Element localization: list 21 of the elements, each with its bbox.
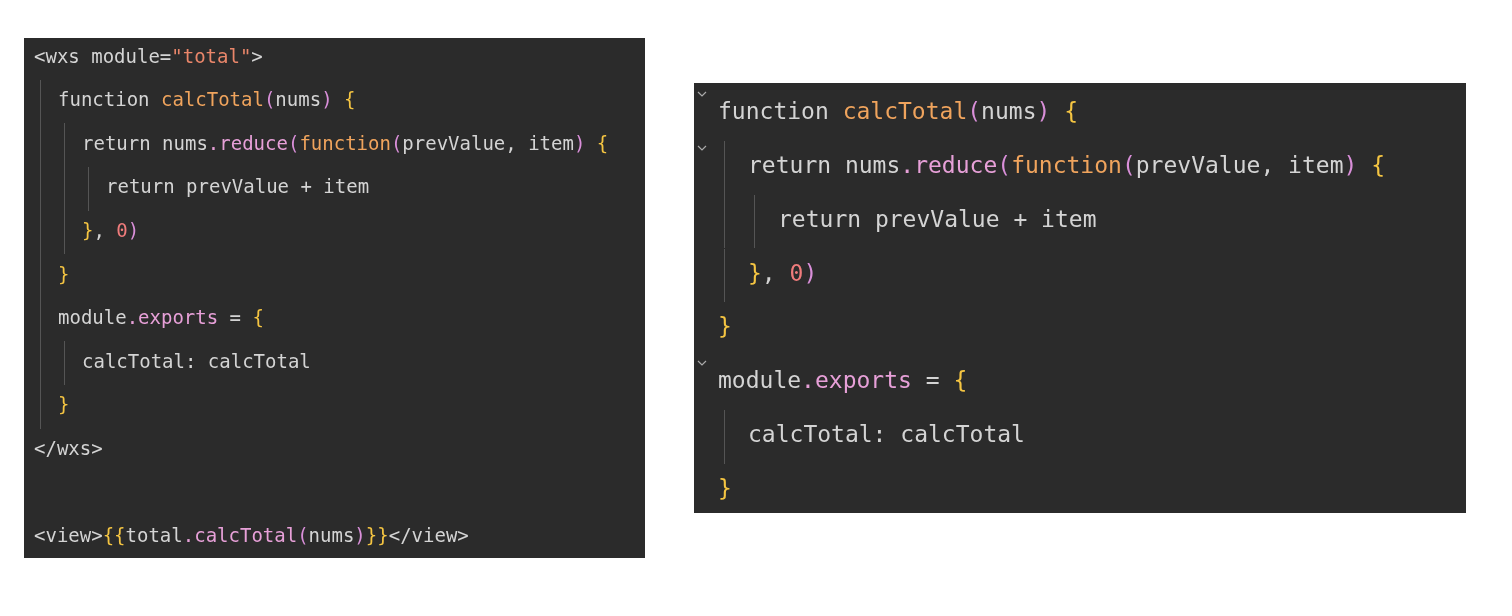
code-line: calcTotal: calcTotal xyxy=(748,423,1025,446)
code-panel xyxy=(694,83,1466,513)
code-line: } xyxy=(718,476,732,500)
code-line: return prevValue + item xyxy=(106,177,370,197)
code-line: } xyxy=(718,315,732,339)
code-line: <view>{{total.calcTotal(nums)}}</view> xyxy=(34,526,469,546)
code-line: </wxs> xyxy=(34,439,103,458)
code-line: }, 0) xyxy=(748,261,818,285)
code-line: } xyxy=(58,264,70,284)
code-line: module.exports = { xyxy=(58,308,264,328)
code-line: function calcTotal(nums) { xyxy=(58,90,356,110)
code-line: module.exports = { xyxy=(718,369,968,393)
code-line: }, 0) xyxy=(82,221,140,240)
code-line: <wxs module="total"> xyxy=(34,46,263,66)
code-line: } xyxy=(58,395,70,415)
code-line: calcTotal: calcTotal xyxy=(82,351,311,371)
code-line: return nums.reduce(function(prevValue, item) { xyxy=(82,133,609,153)
code-line: return nums.reduce(function(prevValue, item) { xyxy=(748,154,1386,177)
code-line: function calcTotal(nums) { xyxy=(718,100,1079,124)
code-panel xyxy=(24,38,645,558)
code-line: return prevValue + item xyxy=(778,207,1097,231)
